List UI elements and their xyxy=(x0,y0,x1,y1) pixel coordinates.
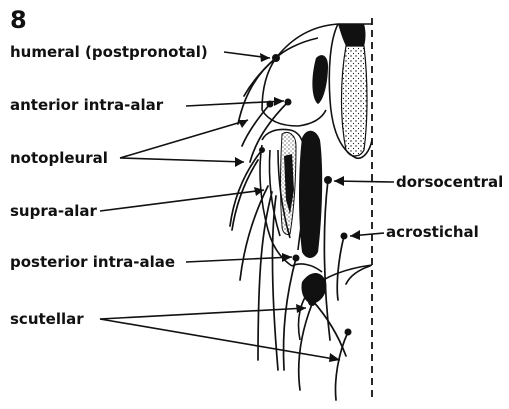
stippled-area-anterior xyxy=(342,46,368,156)
label-anterior-intra-alar: anterior intra-alar xyxy=(10,96,163,114)
label-acrostichal: acrostichal xyxy=(386,223,479,241)
dark-stripe-mid-lower xyxy=(299,131,322,258)
label-supra-alar: supra-alar xyxy=(10,202,97,220)
label-humeral: humeral (postpronotal) xyxy=(10,43,208,61)
label-posterior-intra-alae: posterior intra-alae xyxy=(10,253,175,271)
dark-stripe-mid-upper xyxy=(312,55,328,104)
label-notopleural: notopleural xyxy=(10,149,108,167)
label-scutellar: scutellar xyxy=(10,310,84,328)
label-dorsocentral: dorsocentral xyxy=(396,173,503,191)
dark-stripe-anterior xyxy=(338,24,366,46)
